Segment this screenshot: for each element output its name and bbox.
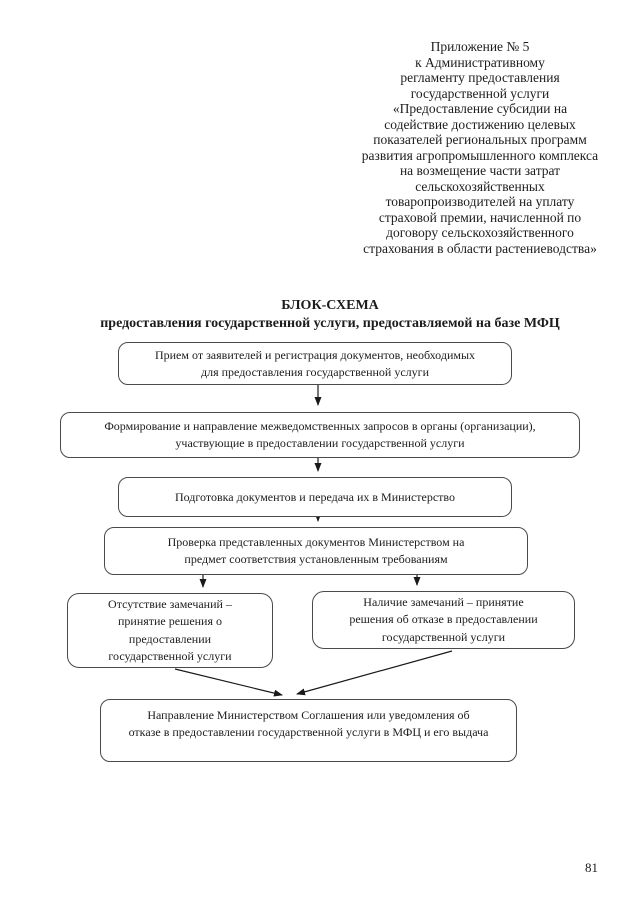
- page-number: 81: [585, 860, 598, 875]
- flow-step-reception: Прием от заявителей и регистрация докуме…: [118, 342, 512, 385]
- flow-step-interagency-requests: Формирование и направление межведомствен…: [60, 412, 580, 458]
- flow-step-agreement-dispatch-text: Направление Министерством Соглашения или…: [128, 708, 489, 739]
- flow-step-document-preparation: Подготовка документов и передача их в Ми…: [118, 477, 512, 517]
- annex-header: Приложение № 5 к Административному регла…: [361, 39, 599, 256]
- flow-step-document-preparation-text: Подготовка документов и передача их в Ми…: [174, 489, 456, 504]
- flow-step-remarks-refusal-decision: Наличие замечаний – принятие решения об …: [312, 591, 575, 649]
- page-title: БЛОК-СХЕМА предоставления государственно…: [45, 297, 615, 333]
- flow-step-ministry-review: Проверка представленных документов Минис…: [104, 527, 528, 575]
- flow-step-no-remarks-decision: Отсутствие замечаний – принятие решения …: [67, 593, 273, 668]
- arrow-no-remarks-to-dispatch: [174, 668, 283, 697]
- flow-step-no-remarks-decision-text: Отсутствие замечаний – принятие решения …: [108, 596, 232, 664]
- flow-step-remarks-refusal-decision-text: Наличие замечаний – принятие решения об …: [349, 594, 538, 644]
- arrow-remarks-to-dispatch: [296, 650, 453, 696]
- flow-step-agreement-dispatch: Направление Министерством Соглашения или…: [100, 699, 517, 762]
- title-line1: БЛОК-СХЕМА: [281, 298, 379, 313]
- flow-step-ministry-review-text: Проверка представленных документов Минис…: [167, 535, 465, 566]
- flow-step-interagency-requests-text: Формирование и направление межведомствен…: [104, 419, 536, 450]
- title-line2: предоставления государственной услуги, п…: [100, 316, 560, 331]
- flow-step-reception-text: Прием от заявителей и регистрация докуме…: [154, 347, 476, 379]
